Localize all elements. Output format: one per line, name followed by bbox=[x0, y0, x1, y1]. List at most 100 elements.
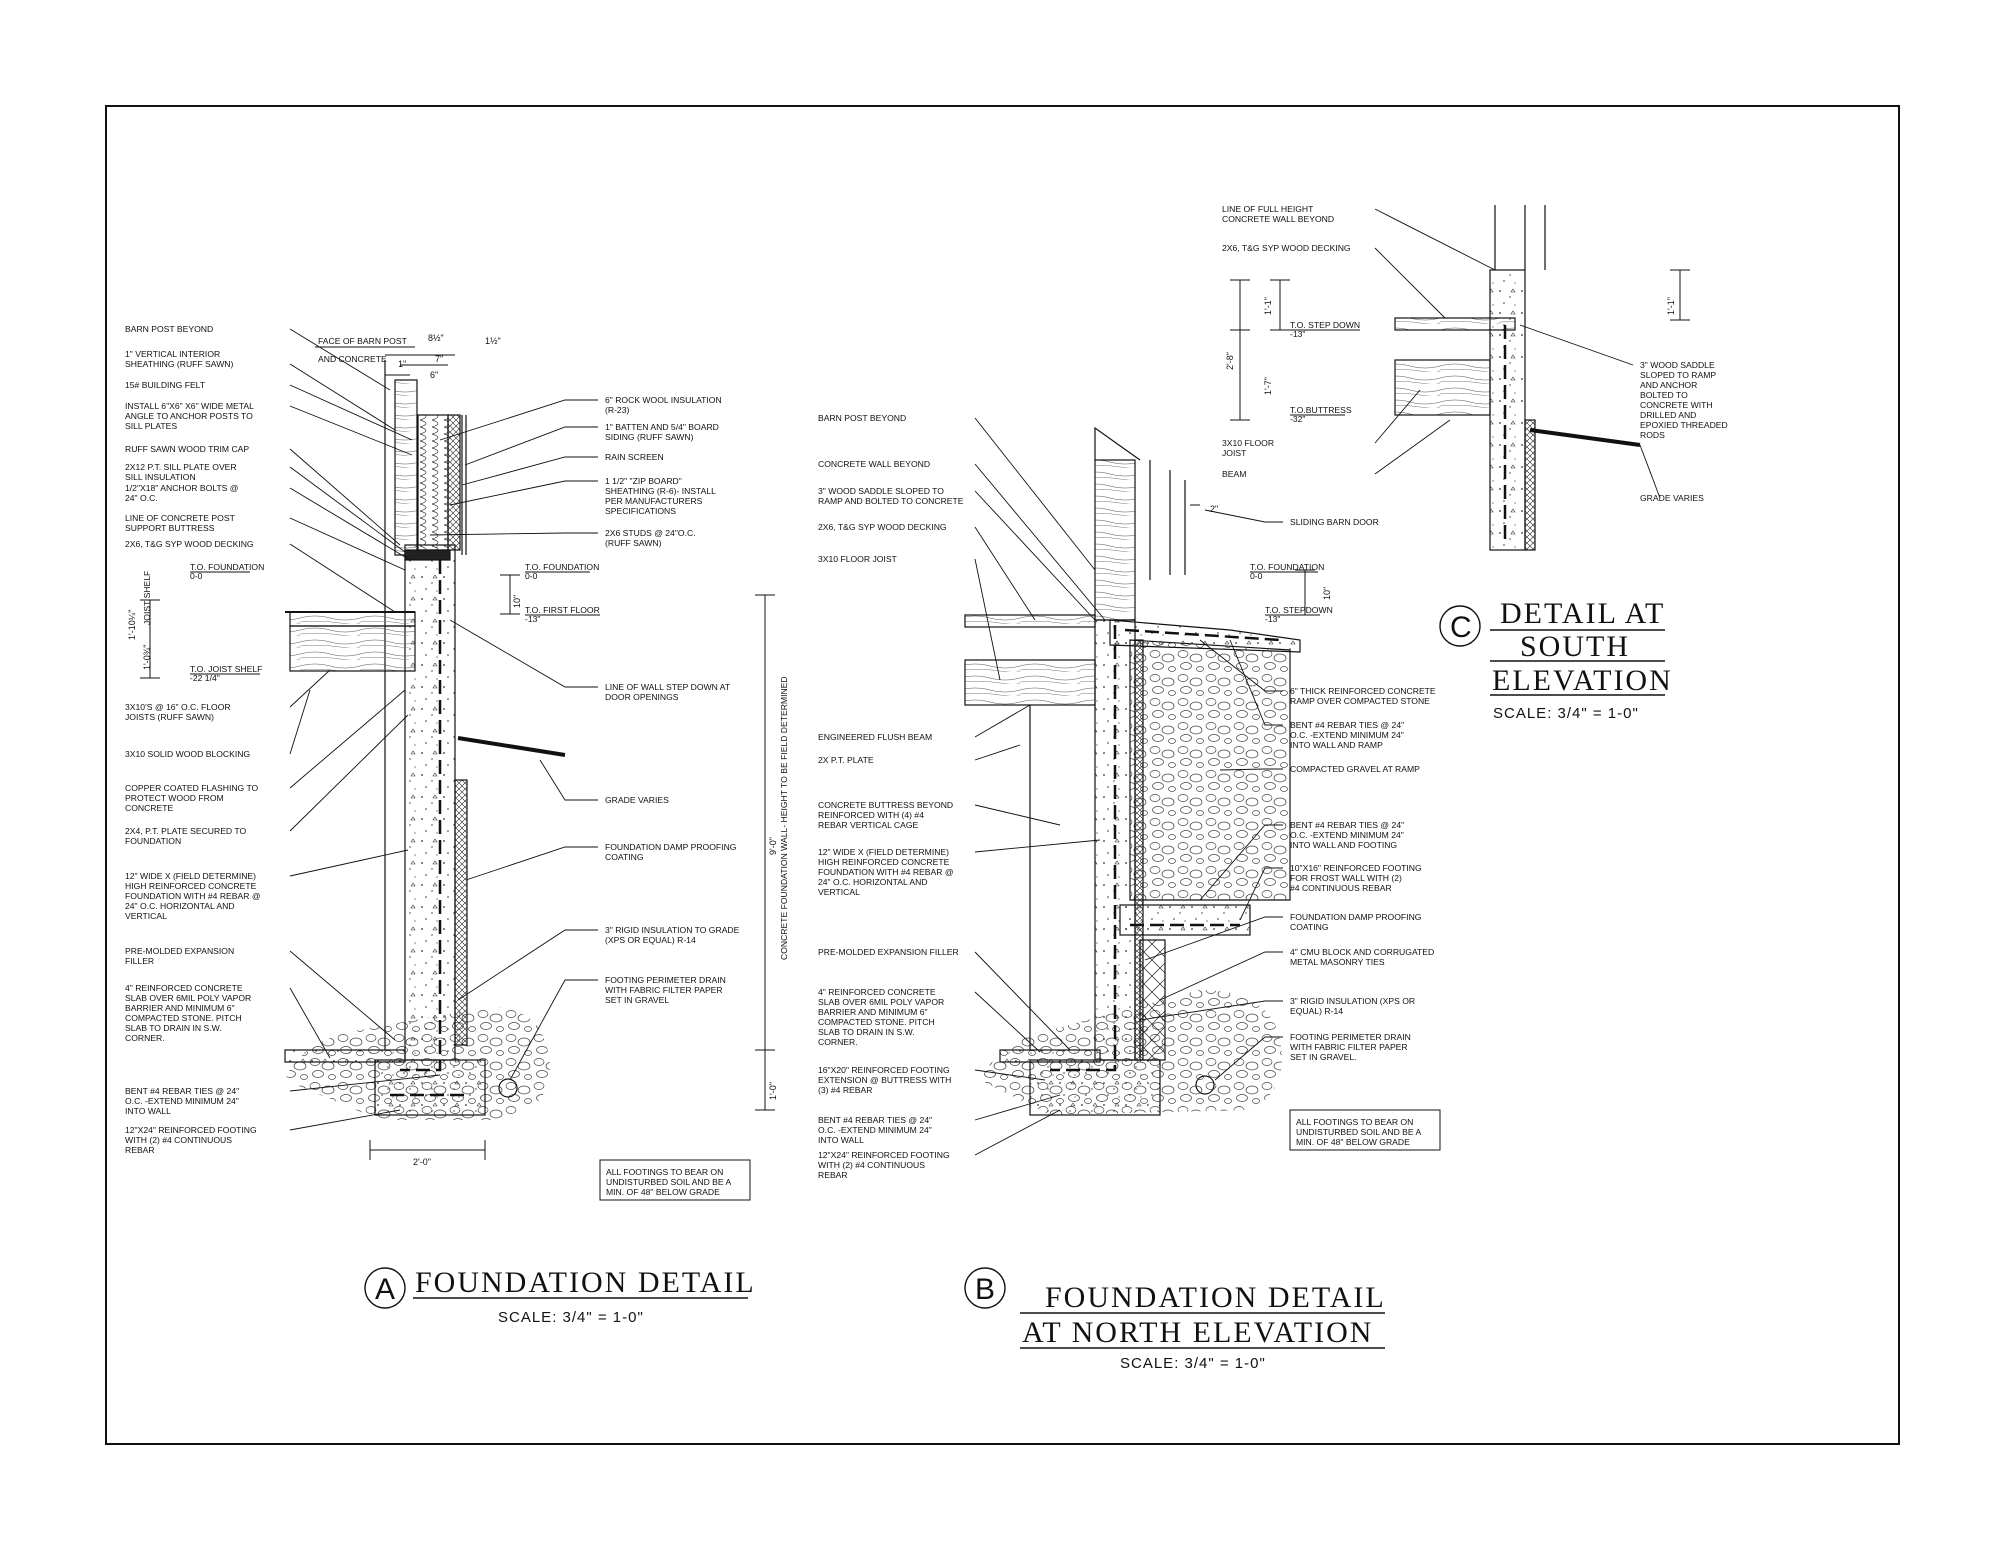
detail-c-label: RODS bbox=[1640, 430, 1665, 440]
note-box-a bbox=[599, 1159, 751, 1201]
detail-b-note: ALL FOOTINGS TO BEAR ON bbox=[1296, 1117, 1413, 1127]
detail-a-label: 2X6 STUDS @ 24"O.C. bbox=[605, 528, 696, 538]
detail-a-dimension: 7" bbox=[435, 354, 443, 364]
leader-line bbox=[1214, 1036, 1283, 1081]
detail-a-note: ALL FOOTINGS TO BEAR ON bbox=[606, 1167, 723, 1177]
detail-b-label: RAMP OVER COMPACTED STONE bbox=[1290, 696, 1430, 706]
detail-a-label: 15# BUILDING FELT bbox=[125, 380, 206, 390]
detail-b-label: 2X6, T&G SYP WOOD DECKING bbox=[818, 522, 947, 532]
detail-a-dimension: 1'-10¼" bbox=[127, 610, 137, 640]
leader-line bbox=[289, 987, 331, 1059]
detail-b-label: REBAR VERTICAL CAGE bbox=[818, 820, 919, 830]
detail-b-label: 10"X16" REINFORCED FOOTING bbox=[1290, 863, 1422, 873]
detail-a-label: (XPS OR EQUAL) R-14 bbox=[605, 935, 696, 945]
detail-a-label: 1/2"X18" ANCHOR BOLTS @ bbox=[125, 483, 239, 493]
leader-line bbox=[1229, 639, 1283, 726]
leader-line bbox=[1374, 389, 1421, 444]
leader-line bbox=[1144, 916, 1283, 961]
detail-b-label: 4" CMU BLOCK AND CORRUGATED bbox=[1290, 947, 1434, 957]
detail-a-scale: SCALE: 3/4" = 1-0" bbox=[498, 1309, 644, 1326]
detail-b-level: -13" bbox=[1265, 614, 1280, 624]
leader-line bbox=[974, 463, 1106, 621]
detail-a-label: PRE-MOLDED EXPANSION bbox=[125, 946, 234, 956]
detail-b-label: (3) #4 REBAR bbox=[818, 1085, 872, 1095]
leader-line bbox=[289, 689, 311, 755]
detail-a-label: FOUNDATION DAMP PROOFING bbox=[605, 842, 737, 852]
leader-line bbox=[465, 846, 598, 881]
detail-a-label: RUFF SAWN WOOD TRIM CAP bbox=[125, 444, 249, 454]
leader-line bbox=[457, 929, 598, 1001]
detail-a-label: 2X12 P.T. SILL PLATE OVER bbox=[125, 462, 237, 472]
detail-b-title-line2: AT NORTH ELEVATION bbox=[1022, 1316, 1373, 1349]
leader-line bbox=[974, 704, 1031, 738]
detail-b-level: 0-0 bbox=[1250, 571, 1263, 581]
detail-b-level: T.O. FOUNDATION bbox=[1250, 562, 1324, 572]
detail-b-level: T.O. STEPDOWN bbox=[1265, 605, 1333, 615]
detail-a-dimension: 9'-0" bbox=[768, 837, 778, 855]
detail-a-dimension: 1" bbox=[398, 359, 406, 369]
leader-line bbox=[289, 689, 406, 789]
detail-a-label: CORNER. bbox=[125, 1033, 165, 1043]
detail-a-dimension: 1'-0¾" bbox=[142, 645, 152, 670]
detail-a-label: PROTECT WOOD FROM bbox=[125, 793, 224, 803]
leader-line bbox=[1139, 1000, 1283, 1021]
leader-line bbox=[464, 426, 598, 466]
detail-c-label: CONCRETE WALL BEYOND bbox=[1222, 214, 1334, 224]
leader-line bbox=[429, 532, 598, 536]
detail-b-label: 4" REINFORCED CONCRETE bbox=[818, 987, 936, 997]
detail-a-label: SUPPORT BUTTRESS bbox=[125, 523, 215, 533]
leader-line bbox=[439, 399, 598, 441]
detail-b-label: BARN POST BEYOND bbox=[818, 413, 906, 423]
detail-a-label: (R-23) bbox=[605, 405, 629, 415]
detail-b-label: SET IN GRAVEL. bbox=[1290, 1052, 1357, 1062]
detail-a-top-label: AND CONCRETE bbox=[318, 354, 387, 364]
sheet-border bbox=[105, 105, 1900, 1445]
detail-c-label: 3" WOOD SADDLE bbox=[1640, 360, 1715, 370]
detail-a-label: SET IN GRAVEL bbox=[605, 995, 669, 1005]
leader-line bbox=[1374, 247, 1446, 319]
detail-b-label: RAMP AND BOLTED TO CONCRETE bbox=[818, 496, 964, 506]
detail-c-label: 2X6, T&G SYP WOOD DECKING bbox=[1222, 243, 1351, 253]
detail-b-label: SLAB TO DRAIN IN S.W. bbox=[818, 1027, 915, 1037]
detail-a-level: -22 1/4" bbox=[190, 673, 220, 683]
detail-b-label: O.C. -EXTEND MINIMUM 24" bbox=[1290, 830, 1404, 840]
leader-line bbox=[289, 448, 401, 546]
detail-a-vertical-note: CONCRETE FOUNDATION WALL- HEIGHT TO BE F… bbox=[779, 676, 789, 960]
leader-line bbox=[1159, 951, 1283, 1001]
leader-line bbox=[974, 417, 1096, 571]
detail-b-label: 3X10 FLOOR JOIST bbox=[818, 554, 898, 564]
leader-line bbox=[974, 558, 1001, 681]
detail-c-label: LINE OF FULL HEIGHT bbox=[1222, 204, 1314, 214]
leader-line bbox=[974, 951, 1071, 1051]
detail-a-dimension: 2'-0" bbox=[413, 1157, 431, 1167]
detail-b-label: METAL MASONRY TIES bbox=[1290, 957, 1385, 967]
detail-b-section bbox=[964, 426, 1315, 1116]
detail-a-dimension: 8½" bbox=[428, 333, 444, 343]
detail-b-label: FOR FROST WALL WITH (2) bbox=[1290, 873, 1402, 883]
leader-line bbox=[974, 1069, 1046, 1081]
detail-a-label: 2X4, P.T. PLATE SECURED TO bbox=[125, 826, 246, 836]
detail-c-scale: SCALE: 3/4" = 1-0" bbox=[1493, 705, 1639, 722]
detail-a-label: FOUNDATION bbox=[125, 836, 181, 846]
detail-a-note: MIN. OF 48" BELOW GRADE bbox=[606, 1187, 720, 1197]
detail-c-dimension: 1'-1" bbox=[1263, 297, 1273, 315]
leader-line bbox=[289, 714, 409, 832]
detail-a-label: 12"X24" REINFORCED FOOTING bbox=[125, 1125, 257, 1135]
leader-line bbox=[1199, 824, 1283, 901]
detail-b-label: #4 CONTINUOUS REBAR bbox=[1290, 883, 1392, 893]
detail-a-dimension: 10" bbox=[512, 595, 522, 608]
detail-a-dimension: 1½" bbox=[485, 336, 501, 346]
detail-a-label: 1" VERTICAL INTERIOR bbox=[125, 349, 220, 359]
detail-b-label: BARRIER AND MINIMUM 6" bbox=[818, 1007, 928, 1017]
leader-line bbox=[289, 517, 406, 571]
leader-line bbox=[461, 456, 598, 486]
marker-b: B bbox=[975, 1273, 995, 1306]
detail-a-right-labels: 6" ROCK WOOL INSULATION(R-23)1" BATTEN A… bbox=[429, 395, 740, 1081]
detail-b-label: 2X P.T. PLATE bbox=[818, 755, 874, 765]
detail-c-label: BOLTED TO bbox=[1640, 390, 1688, 400]
